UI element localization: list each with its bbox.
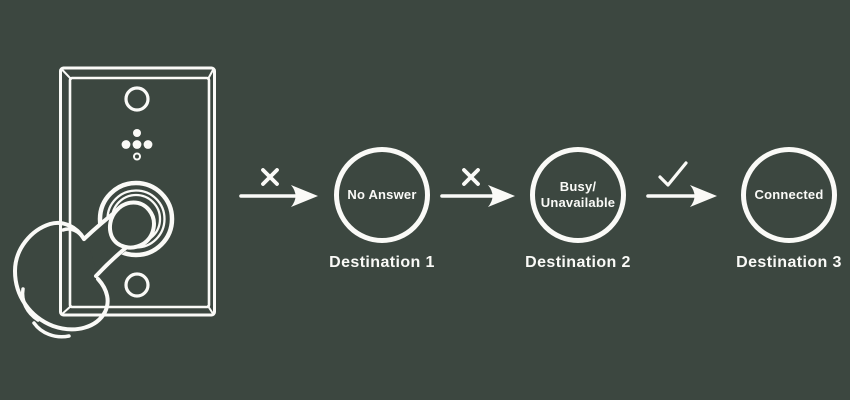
status-text-1: No Answer <box>347 186 417 202</box>
destination-label-3: Destination 3 <box>736 254 842 271</box>
top-screw-hole <box>124 86 150 112</box>
wall-plate <box>59 66 216 317</box>
status-node-3: Connected <box>741 147 837 243</box>
arrow-head <box>690 185 717 207</box>
check-icon <box>658 161 688 187</box>
destination-label-2: Destination 2 <box>525 254 631 271</box>
cross-icon <box>261 168 279 186</box>
arrow-head <box>291 185 318 207</box>
bottom-screw-hole <box>124 272 150 298</box>
transition-arrow-3 <box>646 161 717 207</box>
transition-arrow-1 <box>239 168 318 207</box>
transition-arrow-2 <box>440 168 515 207</box>
arrow-head <box>488 185 515 207</box>
status-node-1: No Answer <box>334 147 430 243</box>
destination-label-1: Destination 1 <box>329 254 435 271</box>
status-node-2: Busy/ Unavailable <box>530 147 626 243</box>
led-dot-cluster-icon <box>121 129 153 161</box>
status-text-2: Busy/ Unavailable <box>540 178 616 210</box>
cross-icon <box>462 168 480 186</box>
doorbell-press-illustration <box>13 66 216 339</box>
status-text-3: Connected <box>754 186 824 202</box>
pressing-hand-icon <box>13 200 156 339</box>
